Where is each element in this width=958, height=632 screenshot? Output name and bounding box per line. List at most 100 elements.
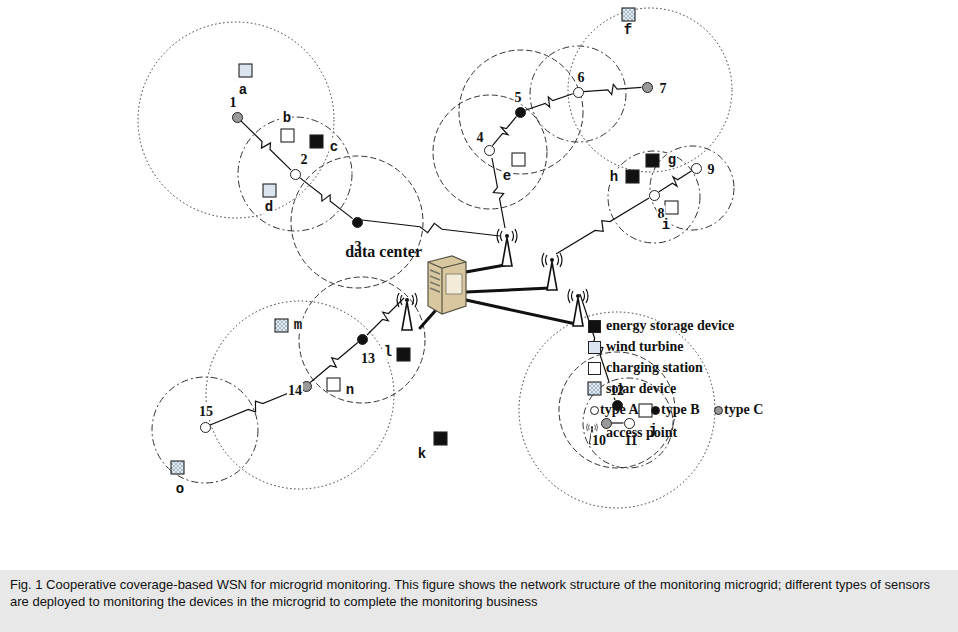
sensor-node: 2 [290, 169, 301, 180]
solar-device [171, 461, 184, 474]
access-point [397, 293, 417, 330]
sensor-number: 15 [198, 404, 214, 419]
charging-station [665, 201, 678, 214]
coverage-circle [291, 156, 423, 288]
energy-storage-device [310, 135, 323, 148]
sensor-node: 3 [352, 217, 363, 228]
wireless-link [367, 298, 404, 335]
wireless-link [492, 116, 516, 145]
legend-circle [590, 406, 599, 415]
device-letter: c [329, 140, 339, 155]
device-letter: b [282, 111, 292, 126]
sensor-number: 1 [229, 95, 238, 110]
sensor-number: 13 [360, 351, 376, 366]
coverage-circle [206, 301, 394, 489]
coverage-circle [299, 277, 425, 403]
coverage-circle [568, 8, 732, 172]
device-letter: o [175, 482, 185, 497]
device-letter: m [293, 318, 303, 333]
legend-text: access point [606, 425, 677, 441]
backbone-link [466, 265, 505, 272]
legend-text: energy storage device [606, 318, 734, 334]
sensor-node: 8 [649, 190, 660, 201]
sensor-node: 15 [200, 422, 211, 433]
legend-text: solar device [606, 381, 676, 397]
device-letter: n [345, 383, 355, 398]
sensor-number: 10 [591, 433, 607, 448]
sensor-node: 4 [484, 145, 495, 156]
wireless-link [362, 220, 500, 236]
wind-turbine [263, 184, 276, 197]
device-letter: a [238, 83, 248, 98]
access-point [497, 229, 517, 266]
charging-station [327, 378, 340, 391]
sensor-node: 7 [642, 82, 653, 93]
wireless-link [299, 177, 352, 218]
wireless-link [556, 198, 649, 254]
figure-caption: Fig. 1 Cooperative coverage-based WSN fo… [10, 576, 945, 610]
backbone-link [466, 288, 550, 292]
device-letter: i [661, 218, 671, 233]
energy-storage-device [434, 432, 447, 445]
coverage-circle [238, 117, 352, 231]
legend-text: charging station [606, 360, 703, 376]
sensor-number: 6 [577, 70, 586, 85]
coverage-circle [433, 95, 547, 209]
wireless-link [583, 84, 641, 94]
device-letter: l [383, 345, 393, 360]
wireless-link [241, 121, 291, 170]
legend-text: type B [661, 402, 700, 418]
sensor-node: 5 [515, 107, 526, 118]
wireless-link [612, 422, 624, 423]
sensor-node: 9 [691, 163, 702, 174]
wind-turbine [239, 64, 252, 77]
device-letter: g [667, 153, 677, 168]
wireless-link [659, 171, 692, 192]
energy-storage-device [397, 348, 410, 361]
energy-storage-device [646, 154, 659, 167]
legend-circle [714, 406, 723, 415]
coverage-circle [152, 377, 258, 483]
sensor-node: 13 [357, 334, 368, 345]
charging-station [281, 129, 294, 142]
device-letter: d [264, 200, 274, 215]
sensor-number: 2 [300, 152, 309, 167]
legend-text: type C [724, 402, 763, 418]
legend-swatch [588, 341, 601, 354]
legend-circle [651, 406, 660, 415]
solar-device [275, 319, 288, 332]
server-icon [428, 256, 466, 314]
backbone-link [420, 310, 436, 328]
sensor-number: 14 [287, 383, 303, 398]
coverage-circle [519, 312, 715, 508]
legend-swatch [588, 320, 601, 333]
energy-storage-device [626, 170, 639, 183]
coverage-circle [459, 50, 583, 174]
legend-text: type A [600, 402, 639, 418]
solar-device [622, 8, 635, 21]
data-center-label: data center [345, 243, 422, 261]
legend-swatch [588, 362, 601, 375]
device-letter: e [502, 169, 512, 184]
device-letter: f [623, 23, 633, 38]
sensor-number: 7 [659, 81, 668, 96]
sensor-node: 6 [573, 87, 584, 98]
legend-hatch-swatch [588, 382, 601, 395]
backbone-link [466, 300, 576, 324]
sensor-number: 9 [707, 162, 716, 177]
device-letter: h [609, 170, 619, 185]
charging-station [512, 153, 525, 166]
wireless-link [525, 94, 573, 110]
sensor-node: 14 [301, 381, 312, 392]
sensor-number: 4 [476, 130, 485, 145]
access-point [568, 289, 588, 326]
coverage-circle [138, 22, 334, 218]
wireless-link [310, 343, 358, 383]
sensor-node: 1 [232, 112, 243, 123]
legend-text: wind turbine [606, 339, 683, 355]
sensor-number: 5 [514, 90, 523, 105]
